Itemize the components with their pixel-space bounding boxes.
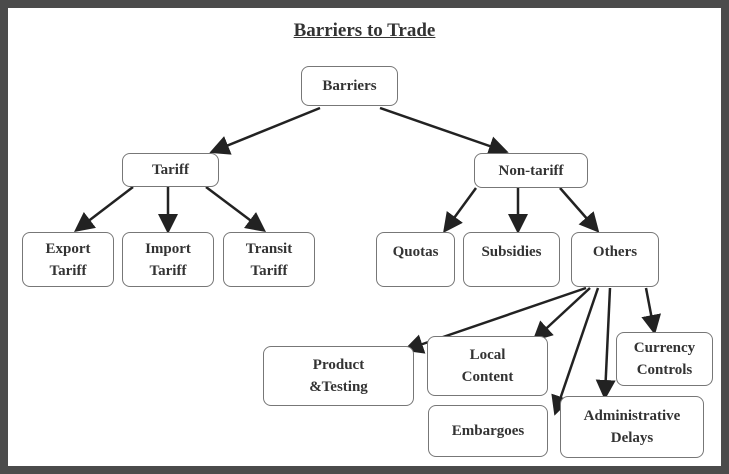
- node-administrative-delays: Administrative Delays: [560, 396, 704, 458]
- arrow-others-embargoes: [551, 287, 600, 416]
- node-barriers: Barriers: [301, 66, 398, 106]
- node-currency-controls: Currency Controls: [616, 332, 713, 386]
- node-quotas: Quotas: [376, 232, 455, 287]
- node-tariff: Tariff: [122, 153, 219, 187]
- arrow-tariff-transit: [205, 186, 266, 232]
- arrow-nontariff-others: [559, 187, 600, 233]
- arrow-nontariff-quotas: [443, 187, 478, 234]
- connector-layer: [74, 106, 662, 416]
- node-local-content: Local Content: [427, 336, 548, 396]
- node-import-tariff: Import Tariff: [122, 232, 214, 287]
- arrow-others-admin: [595, 287, 616, 400]
- arrow-tariff-export: [74, 186, 134, 233]
- arrow-barriers-tariff: [209, 106, 321, 155]
- node-export-tariff: Export Tariff: [22, 232, 114, 287]
- node-product-testing: Product &Testing: [263, 346, 414, 406]
- arrow-others-currency: [641, 287, 662, 335]
- node-subsidies: Subsidies: [463, 232, 560, 287]
- node-non-tariff: Non-tariff: [474, 153, 588, 188]
- diagram-title: Barriers to Trade: [293, 20, 436, 41]
- arrow-others-local: [532, 287, 591, 342]
- node-others: Others: [571, 232, 659, 287]
- node-embargoes: Embargoes: [428, 405, 548, 457]
- arrow-barriers-nontariff: [379, 106, 509, 156]
- diagram-canvas: Barriers to Trade Barriers Tariff Non-ta…: [8, 8, 721, 466]
- node-transit-tariff: Transit Tariff: [223, 232, 315, 287]
